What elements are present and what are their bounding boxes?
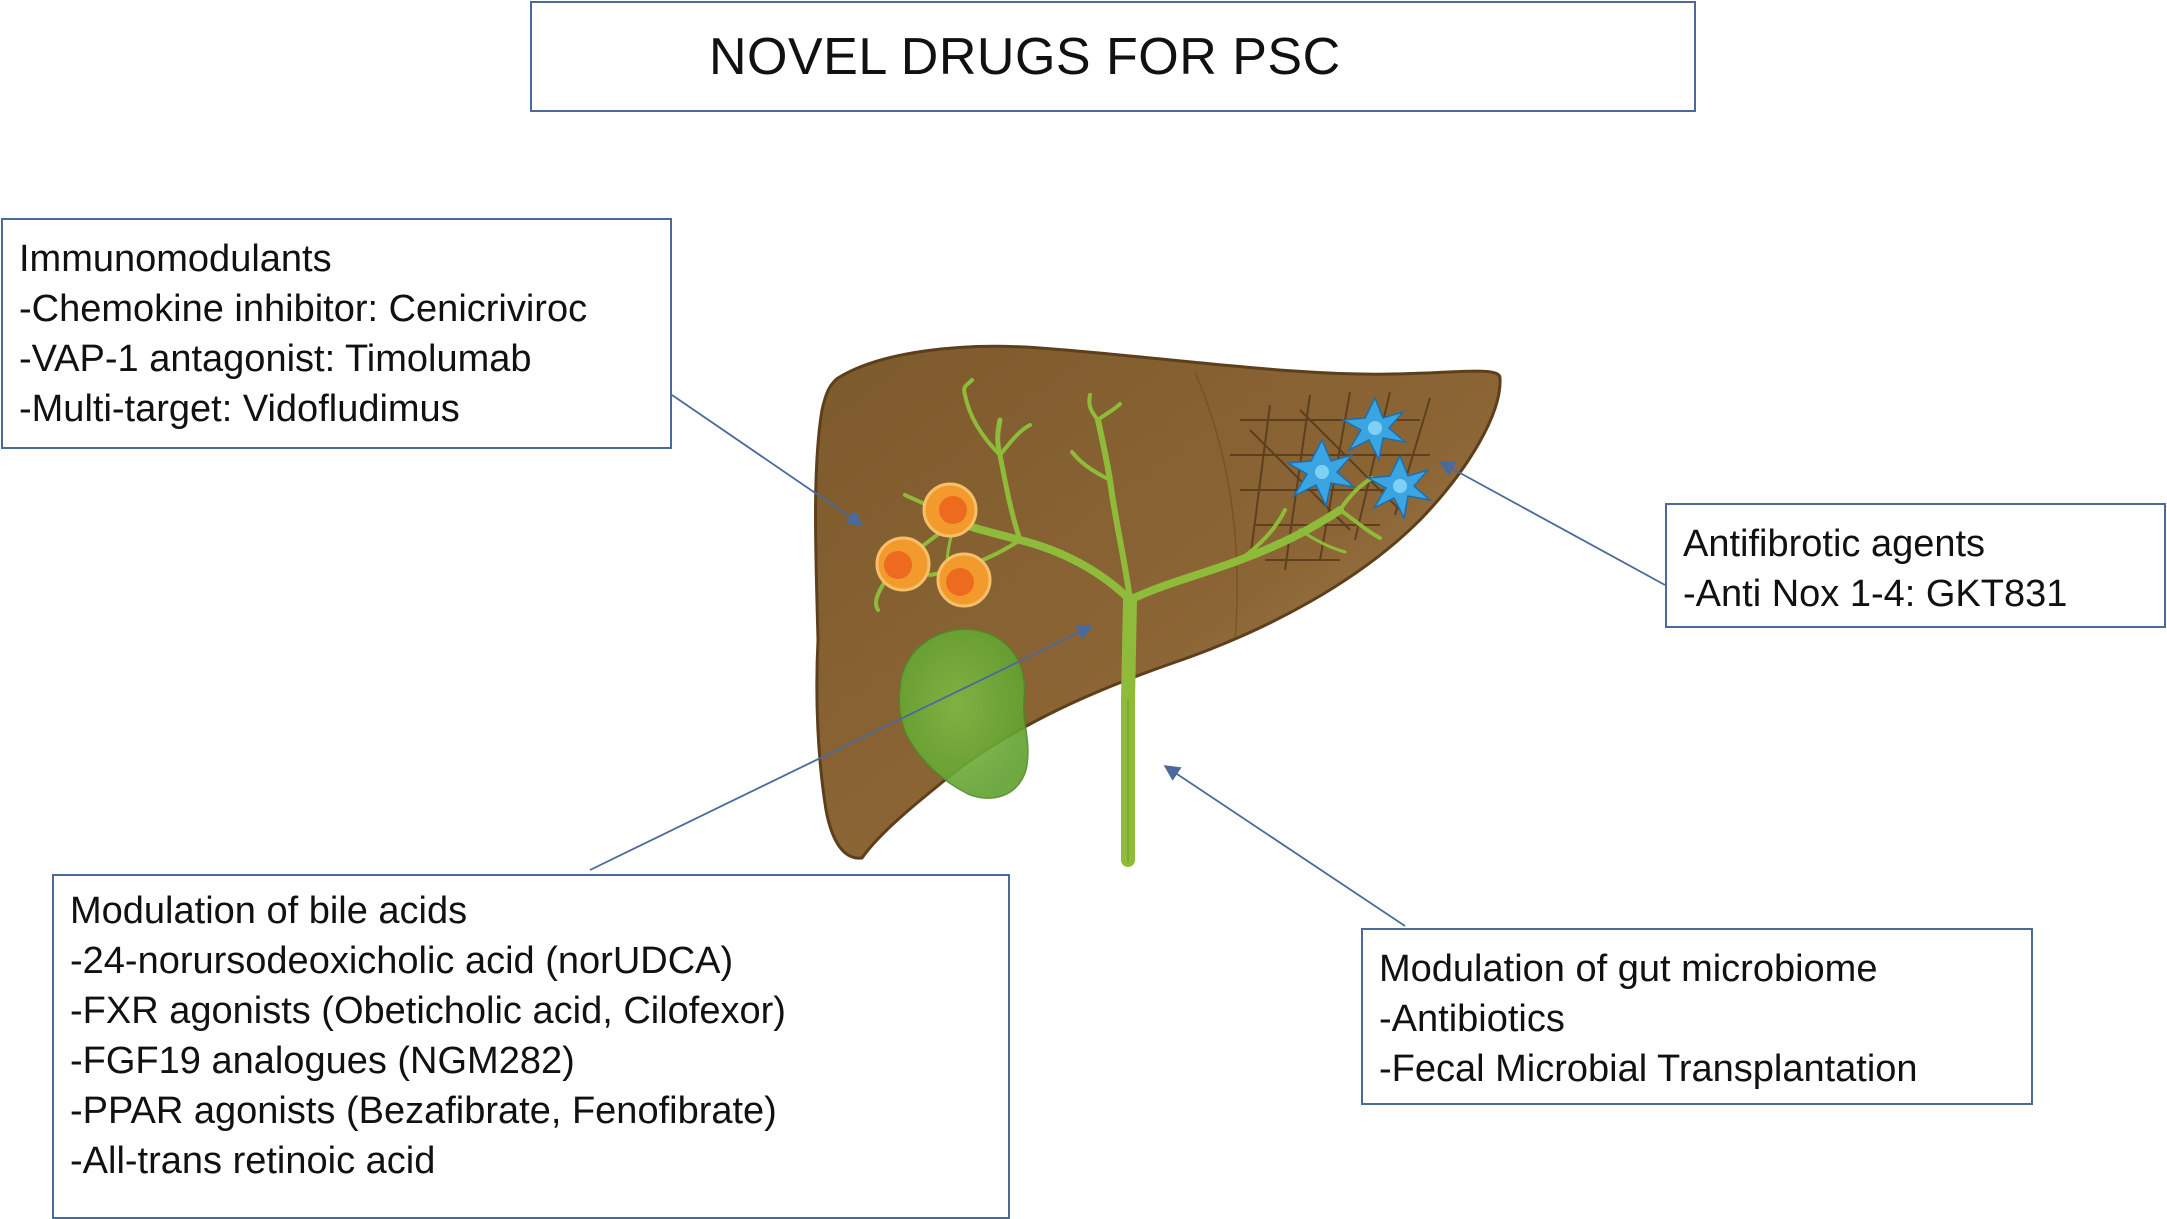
title-box: NOVEL DRUGS FOR PSC	[530, 1, 1696, 112]
diagram-title: NOVEL DRUGS FOR PSC	[709, 27, 1341, 86]
gut-microbiome-item: -Fecal Microbial Transplantation	[1379, 1048, 1918, 1090]
gallbladder	[898, 628, 1029, 799]
bile-acids-item: -FXR agonists (Obeticholic acid, Cilofex…	[70, 990, 786, 1032]
lobe-line	[1194, 371, 1238, 641]
bile-acids-item: -FGF19 analogues (NGM282)	[70, 1040, 575, 1082]
immunomodulants-item: -Chemokine inhibitor: Cenicriviroc	[19, 288, 588, 330]
antifibrotic-heading: Antifibrotic agents	[1683, 523, 1986, 565]
immune-cell-nucleus	[946, 568, 974, 596]
immune-cell-nucleus	[884, 551, 912, 579]
stellate-cells	[1285, 396, 1433, 521]
gut-microbiome-item: -Antibiotics	[1379, 998, 1565, 1040]
immune-cells	[875, 482, 992, 608]
gut-microbiome-heading: Modulation of gut microbiome	[1379, 948, 1878, 990]
immunomodulants-item: -VAP-1 antagonist: Timolumab	[19, 338, 532, 380]
immunomodulants-heading: Immunomodulants	[19, 238, 332, 280]
immune-cell-nucleus	[939, 496, 967, 524]
bile-acids-item: -PPAR agonists (Bezafibrate, Fenofibrate…	[70, 1090, 777, 1132]
bile-acids-heading: Modulation of bile acids	[70, 890, 468, 932]
arrow-antifibrotic	[1438, 461, 1666, 586]
bile-acids-box: Modulation of bile acids -24-norursodeox…	[52, 874, 1010, 1219]
immunomodulants-item: -Multi-target: Vidofludimus	[19, 388, 460, 430]
antifibrotic-box: Antifibrotic agents -Anti Nox 1-4: GKT83…	[1665, 503, 2166, 628]
bile-acids-item: -All-trans retinoic acid	[70, 1140, 436, 1182]
gut-microbiome-box: Modulation of gut microbiome -Antibiotic…	[1361, 928, 2033, 1105]
arrow-bile-acids	[589, 625, 1094, 871]
arrow-immunomodulants	[671, 394, 864, 526]
immunomodulants-box: Immunomodulants -Chemokine inhibitor: Ce…	[1, 218, 672, 449]
liver-shape	[814, 344, 1502, 860]
antifibrotic-item: -Anti Nox 1-4: GKT831	[1683, 573, 2068, 615]
bile-acids-item: -24-norursodeoxicholic acid (norUDCA)	[70, 940, 734, 982]
arrow-gut-microbiome	[1163, 765, 1406, 927]
